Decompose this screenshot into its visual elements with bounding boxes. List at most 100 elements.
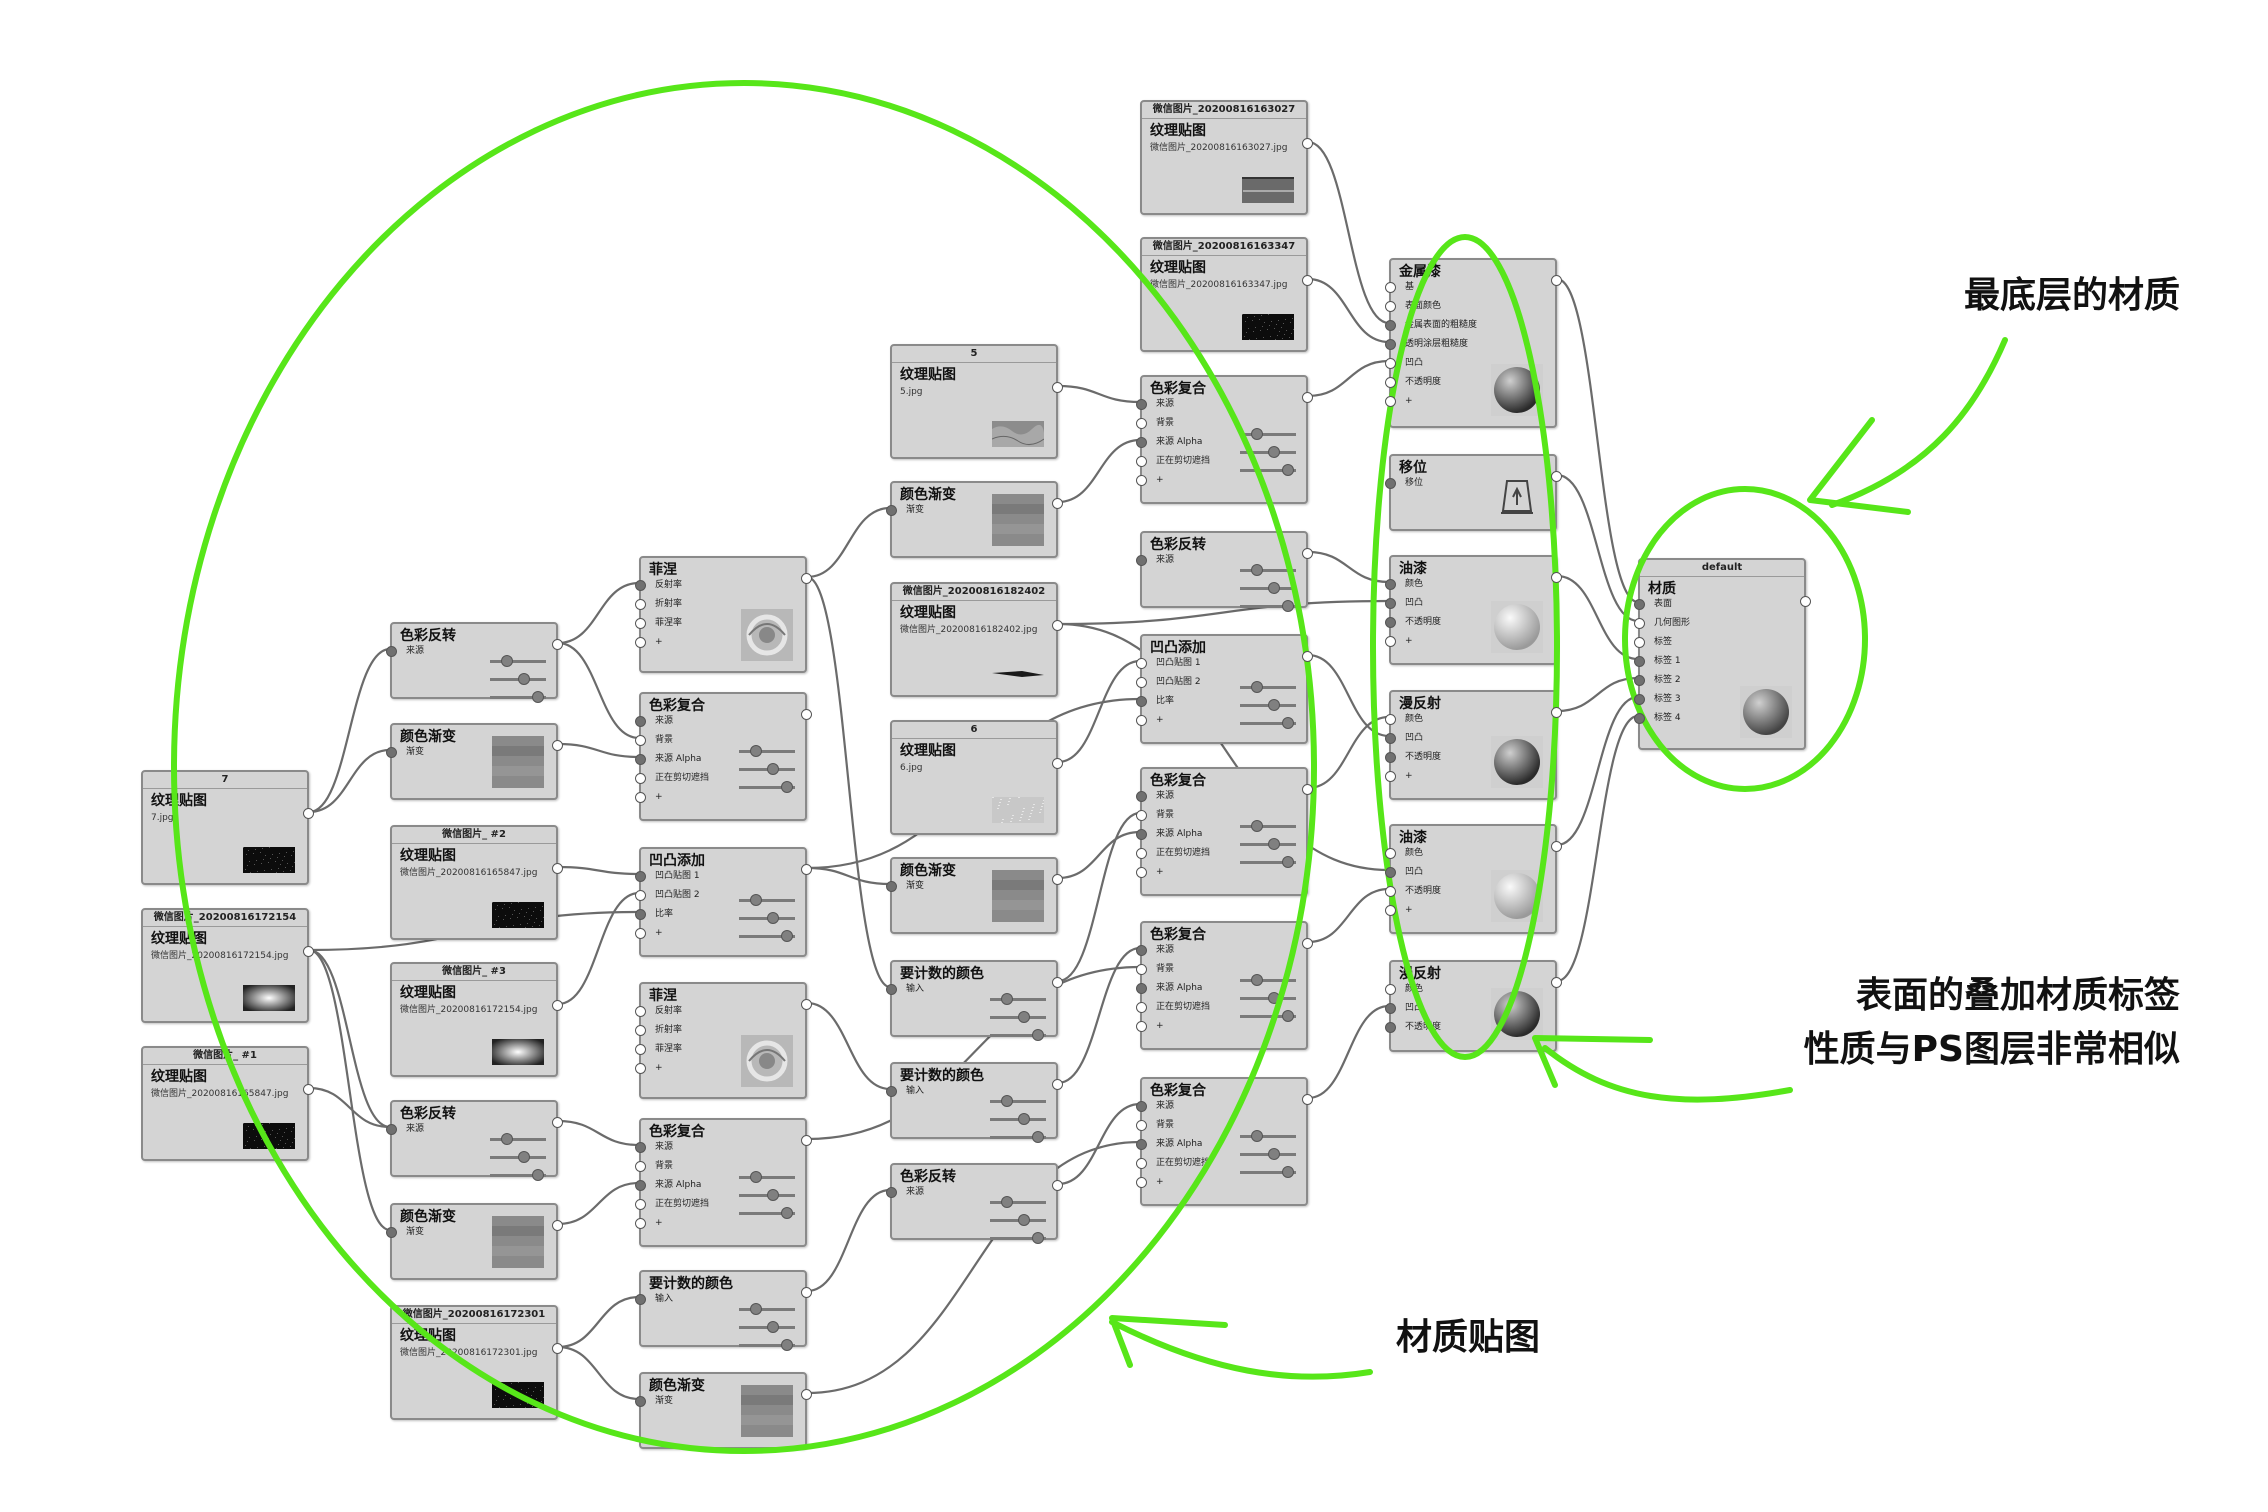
slider-knob[interactable] bbox=[517, 1151, 530, 1163]
input-port[interactable] bbox=[635, 1180, 646, 1191]
slider[interactable] bbox=[990, 1211, 1046, 1229]
slider[interactable] bbox=[1240, 561, 1296, 579]
input-port[interactable] bbox=[635, 637, 646, 648]
slider[interactable] bbox=[739, 1300, 795, 1318]
input-port[interactable] bbox=[635, 1025, 646, 1036]
parameter-sliders[interactable] bbox=[990, 1092, 1046, 1146]
input-port[interactable] bbox=[635, 792, 646, 803]
output-port[interactable] bbox=[1551, 572, 1562, 583]
slider-knob[interactable] bbox=[517, 673, 530, 685]
output-port[interactable] bbox=[1052, 1079, 1063, 1090]
input-port[interactable] bbox=[1136, 867, 1147, 878]
slider[interactable] bbox=[739, 1186, 795, 1204]
input-port[interactable] bbox=[386, 747, 397, 758]
input-port[interactable] bbox=[386, 1227, 397, 1238]
input-port[interactable] bbox=[1136, 810, 1147, 821]
slider-knob[interactable] bbox=[1281, 600, 1294, 612]
slider[interactable] bbox=[990, 1193, 1046, 1211]
input-port[interactable] bbox=[1385, 579, 1396, 590]
slider[interactable] bbox=[990, 1008, 1046, 1026]
input-port[interactable] bbox=[635, 871, 646, 882]
input-port[interactable] bbox=[886, 1086, 897, 1097]
input-port[interactable] bbox=[1136, 437, 1147, 448]
slider-knob[interactable] bbox=[780, 930, 793, 942]
input-port[interactable] bbox=[1136, 964, 1147, 975]
input-port[interactable] bbox=[1385, 886, 1396, 897]
output-port[interactable] bbox=[552, 1343, 563, 1354]
node-mc3[interactable]: 要计数的颜色输入 bbox=[886, 1062, 1063, 1143]
parameter-sliders[interactable] bbox=[739, 891, 795, 945]
slider[interactable] bbox=[1240, 1127, 1296, 1145]
slider-knob[interactable] bbox=[500, 1133, 513, 1145]
slider-knob[interactable] bbox=[1000, 993, 1013, 1005]
slider-knob[interactable] bbox=[1000, 1095, 1013, 1107]
slider[interactable] bbox=[739, 909, 795, 927]
output-port[interactable] bbox=[801, 709, 812, 720]
parameter-sliders[interactable] bbox=[1240, 1127, 1296, 1181]
input-port[interactable] bbox=[635, 1063, 646, 1074]
output-port[interactable] bbox=[1052, 498, 1063, 509]
slider-knob[interactable] bbox=[1267, 992, 1280, 1004]
slider[interactable] bbox=[739, 1168, 795, 1186]
slider[interactable] bbox=[1240, 835, 1296, 853]
slider[interactable] bbox=[739, 1336, 795, 1354]
input-port[interactable] bbox=[1385, 867, 1396, 878]
slider-knob[interactable] bbox=[766, 912, 779, 924]
node-gr5[interactable]: 颜色渐变渐变 bbox=[886, 857, 1063, 934]
slider-knob[interactable] bbox=[766, 763, 779, 775]
input-port[interactable] bbox=[1634, 599, 1645, 610]
output-port[interactable] bbox=[1052, 758, 1063, 769]
slider[interactable] bbox=[490, 652, 546, 670]
input-port[interactable] bbox=[635, 1044, 646, 1055]
slider-knob[interactable] bbox=[1017, 1113, 1030, 1125]
input-port[interactable] bbox=[1136, 1177, 1147, 1188]
slider[interactable] bbox=[1240, 461, 1296, 479]
input-port[interactable] bbox=[635, 890, 646, 901]
output-port[interactable] bbox=[303, 946, 314, 957]
slider-knob[interactable] bbox=[1031, 1029, 1044, 1041]
slider-knob[interactable] bbox=[1281, 717, 1294, 729]
output-port[interactable] bbox=[801, 573, 812, 584]
slider[interactable] bbox=[1240, 1007, 1296, 1025]
node-cf4[interactable]: 色彩反转来源 bbox=[1136, 531, 1313, 612]
slider-knob[interactable] bbox=[1281, 1010, 1294, 1022]
input-port[interactable] bbox=[1136, 1021, 1147, 1032]
input-port[interactable] bbox=[886, 505, 897, 516]
slider-knob[interactable] bbox=[1250, 681, 1263, 693]
slider-knob[interactable] bbox=[1267, 699, 1280, 711]
slider-knob[interactable] bbox=[749, 894, 762, 906]
parameter-sliders[interactable] bbox=[1240, 971, 1296, 1025]
input-port[interactable] bbox=[1136, 1002, 1147, 1013]
output-port[interactable] bbox=[552, 639, 563, 650]
slider-knob[interactable] bbox=[766, 1321, 779, 1333]
node-gr3[interactable]: 颜色渐变渐变 bbox=[635, 1372, 812, 1449]
input-port[interactable] bbox=[1385, 771, 1396, 782]
output-port[interactable] bbox=[552, 1000, 563, 1011]
input-port[interactable] bbox=[635, 1396, 646, 1407]
parameter-sliders[interactable] bbox=[739, 1300, 795, 1354]
input-port[interactable] bbox=[886, 881, 897, 892]
node-lac1[interactable]: 油漆颜色凹凸不透明度+ bbox=[1385, 555, 1562, 665]
parameter-sliders[interactable] bbox=[990, 1193, 1046, 1247]
slider-knob[interactable] bbox=[766, 1189, 779, 1201]
output-port[interactable] bbox=[1302, 548, 1313, 559]
slider-knob[interactable] bbox=[749, 745, 762, 757]
output-port[interactable] bbox=[1302, 392, 1313, 403]
slider-knob[interactable] bbox=[1281, 856, 1294, 868]
input-port[interactable] bbox=[886, 984, 897, 995]
input-port[interactable] bbox=[1634, 656, 1645, 667]
input-port[interactable] bbox=[635, 909, 646, 920]
slider-knob[interactable] bbox=[1250, 564, 1263, 576]
slider[interactable] bbox=[490, 1130, 546, 1148]
output-port[interactable] bbox=[1052, 874, 1063, 885]
